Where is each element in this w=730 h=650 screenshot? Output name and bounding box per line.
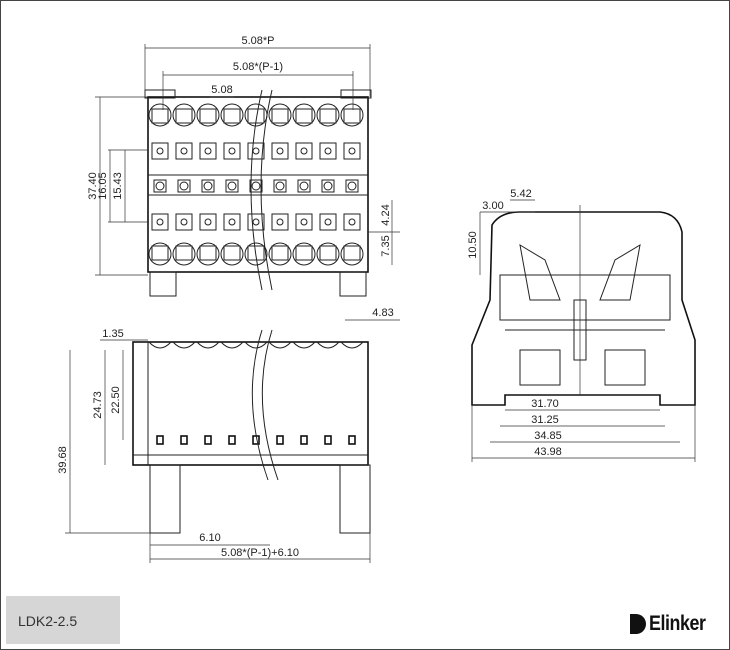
side-pin [268, 341, 292, 445]
brand-logo: Elinker [630, 612, 716, 636]
dim-39-68: 39.68 [57, 446, 69, 474]
side-pin [196, 341, 220, 445]
dim-pitch: 5.08 [211, 84, 232, 96]
dim-5-42: 5.42 [510, 188, 531, 200]
side-pin [148, 341, 172, 445]
dim-overall-width: 5.08*P [241, 35, 274, 47]
dim-1-35: 1.35 [102, 328, 123, 340]
end-view [471, 205, 696, 406]
side-pin [340, 341, 364, 445]
terminal-pin [148, 103, 172, 266]
terminal-pin [292, 103, 316, 266]
brand-logo-icon [630, 614, 647, 634]
terminal-pin [244, 103, 268, 266]
terminal-pin [220, 103, 244, 266]
dim-pitch-span: 5.08*(P-1) [233, 61, 283, 73]
dim-7-35: 7.35 [380, 235, 392, 256]
dim-10-50: 10.50 [467, 231, 479, 259]
dimension-labels: 5.08*P 5.08*(P-1) 5.08 37.40 16.05 15.43… [57, 35, 562, 559]
dim-row-inner: 15.43 [112, 172, 124, 200]
dim-top-depth: 37.40 [87, 172, 99, 200]
brand-name: Elinker [649, 612, 707, 635]
dim-24-73: 24.73 [92, 391, 104, 419]
side-pin [292, 341, 316, 445]
dim-row-outer: 16.05 [97, 172, 109, 200]
dim-4-24: 4.24 [380, 204, 392, 225]
side-pin [220, 341, 244, 445]
side-pin [316, 341, 340, 445]
dim-22-50: 22.50 [110, 386, 122, 414]
dim-6-10: 6.10 [199, 532, 220, 544]
side-pin [172, 341, 196, 445]
terminal-pin [316, 103, 340, 266]
dim-3-00: 3.00 [482, 200, 503, 212]
dim-4-83: 4.83 [372, 307, 393, 319]
terminal-pin [196, 103, 220, 266]
dimension-lines [65, 44, 696, 563]
model-label-box: LDK2-2.5 [6, 596, 120, 644]
dim-34-85: 34.85 [534, 430, 562, 442]
side-pin [244, 341, 268, 445]
side-view [132, 329, 371, 534]
dim-31-70: 31.70 [531, 398, 559, 410]
dim-31-25: 31.25 [531, 414, 559, 426]
model-label: LDK2-2.5 [18, 613, 78, 629]
dim-bottom-span: 5.08*(P-1)+6.10 [221, 547, 299, 559]
terminal-pin [172, 103, 196, 266]
top-view [144, 89, 372, 297]
terminal-pin [268, 103, 292, 266]
terminal-pin [340, 103, 364, 266]
dim-43-98: 43.98 [534, 446, 562, 458]
